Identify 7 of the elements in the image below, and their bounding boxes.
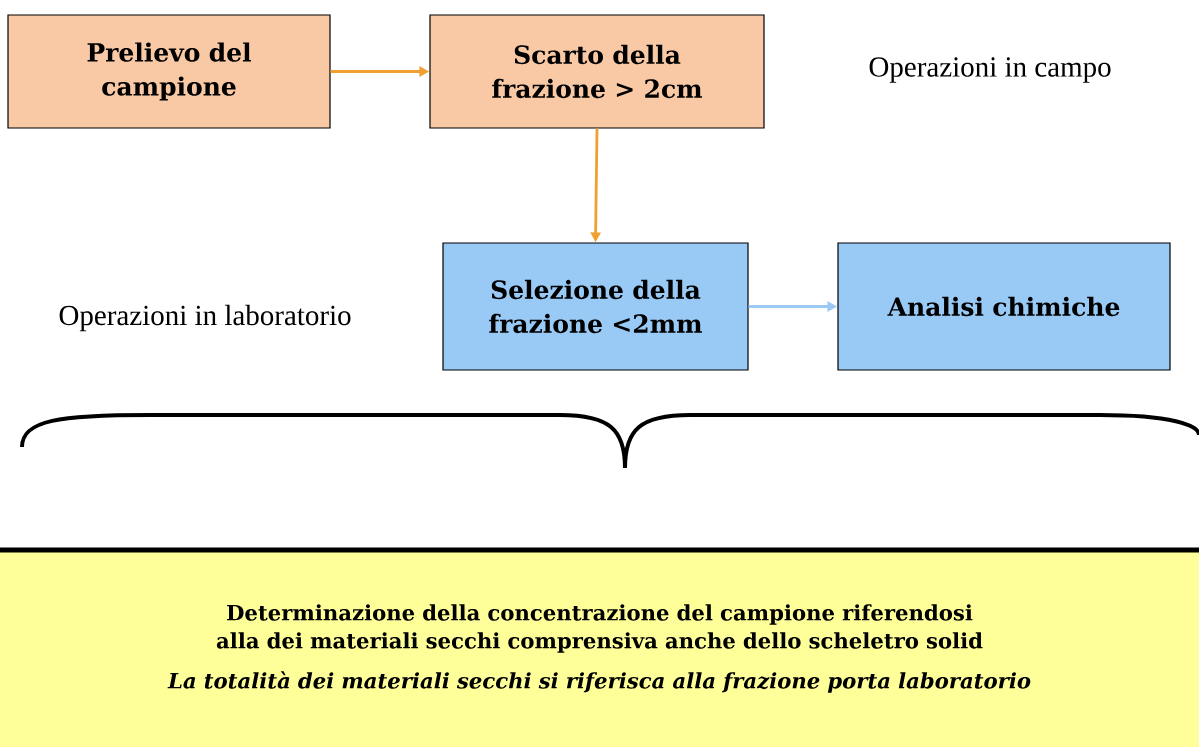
section-label: Operazioni in laboratorio: [59, 304, 351, 332]
process-box: Scarto della frazione > 2cm: [429, 14, 765, 129]
process-box: Selezione della frazione <2mm: [442, 242, 749, 371]
process-box: Analisi chimiche: [837, 242, 1171, 371]
result-box: Determinazione della concentrazione del campione riferendosi alla dei materiali secchi comprensiva anche dello scheletro solid La totalità dei materiali secchi si riferisca alla frazione porta laboratorio: [0, 550, 1199, 747]
process-box: Prelievo del campione: [7, 14, 331, 129]
section-label: Operazioni in campo: [869, 57, 1111, 83]
